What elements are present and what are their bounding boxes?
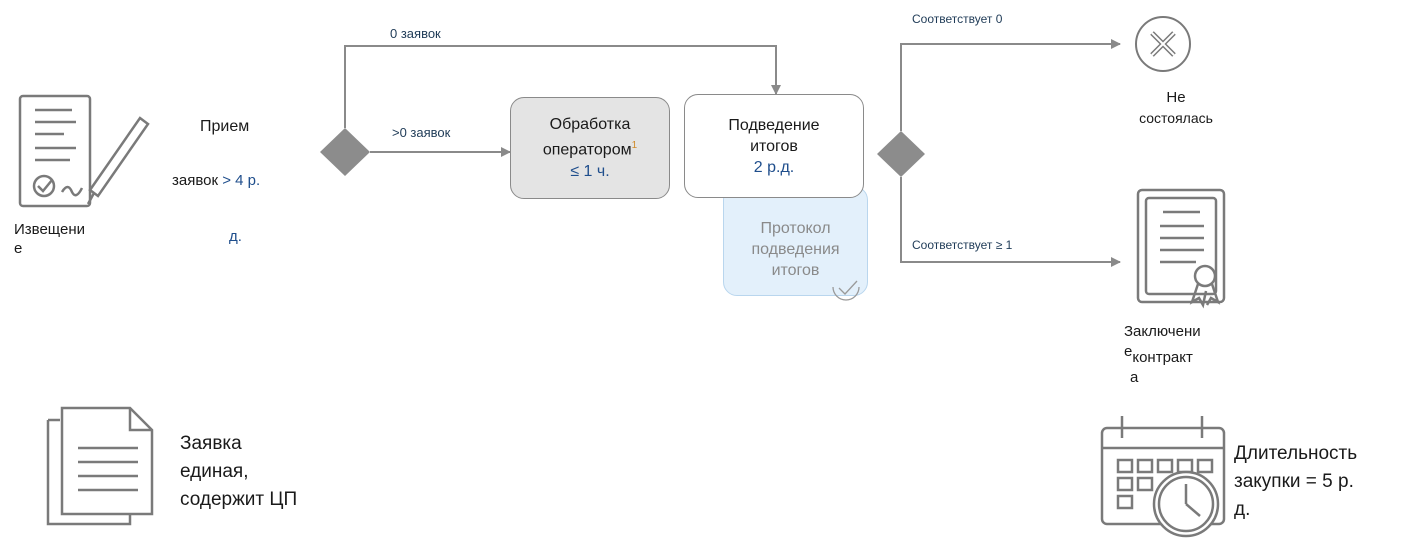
edge-zero-bids [344, 45, 781, 128]
protocol-box-line1: Протокол [760, 220, 831, 237]
intake-duration-word: заявок [172, 172, 219, 189]
operator-box-line1: Обработка [549, 116, 631, 134]
failed-label-line2: состоялась [1139, 110, 1213, 126]
duration-line1: Длительность [1234, 443, 1358, 464]
decision-diamond-matches [877, 131, 925, 177]
results-box-duration: 2 р.д. [753, 158, 795, 176]
failed-label-line1: Не [1166, 89, 1186, 106]
operator-footnote-mark: 1 [631, 140, 638, 152]
edge-label-matches-zero: Соответствует 0 [912, 12, 1003, 26]
legend-bid-line3: содержит ЦП [180, 489, 298, 510]
failed-x-icon [1135, 16, 1191, 72]
notice-label: Извещени е [14, 220, 85, 258]
edge-label-more-bids: >0 заявок [392, 125, 451, 140]
duration-line2: закупки = 5 р. [1234, 471, 1354, 492]
calendar-clock-icon [1100, 416, 1226, 538]
duration-line3: д. [1234, 499, 1251, 520]
contract-label-line2b: контракт [1132, 349, 1193, 366]
failed-label: Не состоялась [1128, 88, 1224, 128]
protocol-check-icon [832, 280, 860, 301]
decision-diamond-bids [320, 128, 370, 176]
operator-processing-box: Обработка оператором1 ≤ 1 ч. [510, 97, 670, 199]
operator-box-line2: оператором1 [543, 135, 637, 160]
contract-label-line2a: е [1124, 343, 1133, 360]
protocol-box-line2: подведения [751, 241, 840, 258]
legend-document-icon [46, 406, 154, 526]
legend-bid-line1: Заявка [180, 433, 242, 454]
results-summary-box: Подведение итогов 2 р.д. [684, 94, 864, 198]
protocol-box-line3: итогов [771, 262, 820, 279]
results-box-line1: Подведение [728, 116, 820, 134]
legend-bid-line2: единая, [180, 461, 249, 482]
intake-duration-unit: д. [229, 228, 242, 245]
edge-matches-one [900, 177, 1121, 267]
notice-label-line1: Извещени [14, 221, 85, 238]
edge-label-zero-bids: 0 заявок [390, 26, 441, 41]
operator-box-line2-text: оператором [542, 141, 632, 159]
contract-label-line2: еконтракт [1124, 342, 1201, 366]
results-box-line2: итогов [750, 137, 798, 155]
notice-label-line2: е [14, 240, 23, 257]
intake-duration-value: > 4 р. [222, 172, 261, 189]
operator-box-duration: ≤ 1 ч. [570, 162, 610, 180]
notice-document-icon [18, 94, 150, 208]
legend-bid-note: Заявка единая, содержит ЦП [180, 430, 297, 514]
contract-label-line3: а [1130, 369, 1139, 386]
contract-label: Заключени еконтракт а [1124, 322, 1201, 388]
contract-certificate-icon [1136, 188, 1226, 309]
edge-label-matches-one: Соответствует ≥ 1 [912, 238, 1013, 252]
intake-duration: заявок > 4 р. [172, 172, 260, 189]
contract-label-line1: Заключени [1124, 323, 1201, 340]
procurement-duration-note: Длительность закупки = 5 р. д. [1234, 440, 1357, 524]
protocol-box: Протокол подведения итогов [723, 186, 868, 301]
edge-matches-zero [900, 39, 1121, 131]
intake-title: Прием [200, 118, 250, 135]
